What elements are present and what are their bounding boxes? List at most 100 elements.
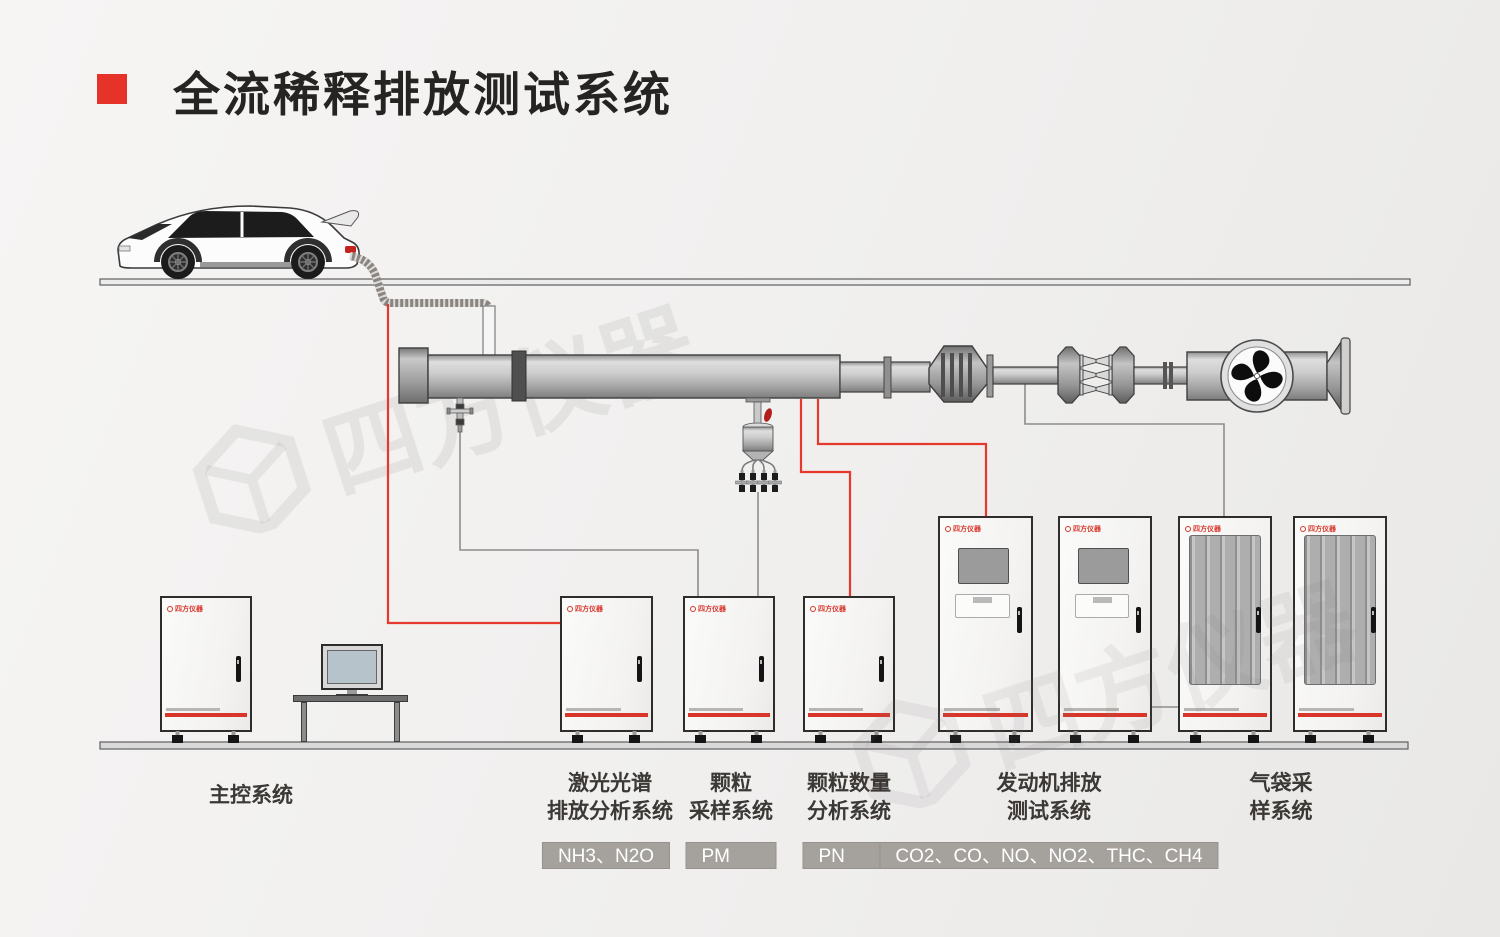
cabinet-foot	[629, 731, 640, 743]
brand-logo: 四方仪器	[810, 604, 846, 614]
dyno-platform-line	[99, 278, 1411, 286]
brand-logo-text: 四方仪器	[1073, 526, 1101, 533]
front-wheel	[161, 245, 195, 279]
label-pn-system: 颗粒数量 分析系统	[807, 770, 891, 826]
sample-line-to-engine-system	[816, 399, 988, 517]
cabinet-louver-panel	[1304, 534, 1376, 686]
cabinet-red-stripe	[943, 713, 1028, 717]
exhaust-hose	[349, 252, 492, 312]
cabinet-foot	[1070, 731, 1081, 743]
cabinet-nameplate	[566, 708, 621, 711]
cabinet-nameplate	[1184, 708, 1240, 711]
cabinet-handle	[1136, 607, 1141, 634]
sample-line-valve-to-pm-system	[459, 431, 699, 597]
brand-logo-icon	[167, 606, 173, 612]
cabinet-nameplate	[809, 708, 864, 711]
pipe-ring	[1169, 362, 1173, 389]
cabinet-nameplate	[1064, 708, 1120, 711]
brand-logo-text: 四方仪器	[1308, 526, 1336, 533]
table-leg	[394, 702, 400, 742]
cabinet-foot	[815, 731, 826, 743]
brand-logo: 四方仪器	[167, 604, 203, 614]
cabinet-handle	[879, 656, 885, 683]
label-line: 样系统	[1249, 800, 1313, 823]
cabinet-engine-emission-1: 四方仪器	[938, 516, 1033, 732]
cabinet-pm-system: 四方仪器	[683, 596, 775, 732]
heat-exchanger	[928, 345, 994, 403]
brand-logo: 四方仪器	[1300, 524, 1336, 534]
brand-logo-icon	[1300, 526, 1306, 532]
label-line: 主控系统	[209, 784, 293, 807]
cabinet-keyboard-tray	[955, 594, 1011, 618]
page-title: 全流稀释排放测试系统	[173, 68, 673, 121]
cabinet-red-stripe	[1298, 713, 1382, 717]
brand-logo-text: 四方仪器	[818, 606, 846, 613]
brand-logo-icon	[690, 606, 696, 612]
cabinet-nameplate	[689, 708, 744, 711]
label-line: 采样系统	[689, 800, 773, 823]
cabinet-pn-system: 四方仪器	[803, 596, 895, 732]
tunnel-sample-valve	[446, 397, 474, 433]
cabinet-handle	[1256, 607, 1261, 634]
cabinet-nameplate	[944, 708, 1001, 711]
label-laser-system: 激光光谱 排放分析系统	[547, 770, 673, 826]
label-engine-emission-system: 发动机排放 测试系统	[997, 770, 1102, 826]
label-main-control-system: 主控系统	[209, 782, 293, 810]
cabinet-foot	[572, 731, 583, 743]
brand-logo-text: 四方仪器	[953, 526, 981, 533]
rear-wheel	[291, 245, 325, 279]
cabinet-nameplate	[1299, 708, 1355, 711]
label-line: 颗粒数量	[807, 772, 891, 795]
probe-tips	[735, 470, 782, 492]
label-line: 激光光谱	[568, 772, 652, 795]
car-illustration	[117, 205, 360, 279]
badge-pm: PM	[685, 842, 777, 869]
cabinet-handle	[637, 656, 643, 683]
brand-logo-icon	[1065, 526, 1071, 532]
brand-logo-text: 四方仪器	[1193, 526, 1221, 533]
label-line: 测试系统	[1007, 800, 1091, 823]
cabinet-display-screen	[958, 547, 1010, 584]
blower-fan	[1186, 339, 1328, 413]
sample-line-to-pn-system	[799, 399, 852, 597]
probe-valve-handle	[764, 408, 772, 422]
cabinet-foot	[228, 731, 239, 743]
tunnel-inlet-pipe	[482, 305, 496, 357]
cabinet-foot	[950, 731, 961, 743]
cabinet-keyboard-tray	[1075, 594, 1130, 618]
cabinet-engine-emission-2: 四方仪器	[1058, 516, 1152, 732]
cabinet-handle	[236, 656, 242, 683]
cabinet-nameplate	[166, 708, 221, 711]
brand-logo: 四方仪器	[1185, 524, 1221, 534]
cabinet-display-screen	[1078, 547, 1129, 584]
outlet-horn	[1326, 337, 1351, 415]
cabinet-foot	[695, 731, 706, 743]
label-line: 气袋采	[1249, 772, 1313, 795]
brand-logo: 四方仪器	[690, 604, 726, 614]
sampling-probe-assembly	[735, 397, 782, 492]
cabinet-gas-bag-1: 四方仪器	[1178, 516, 1272, 732]
title-bullet	[97, 74, 127, 104]
brand-logo-icon	[810, 606, 816, 612]
label-pm-system: 颗粒 采样系统	[689, 770, 773, 826]
floor-line	[99, 741, 1409, 750]
cabinet-main-control: 四方仪器	[160, 596, 252, 732]
brand-logo: 四方仪器	[567, 604, 603, 614]
table-leg	[301, 702, 307, 742]
cabinet-foot	[1128, 731, 1139, 743]
cabinet-red-stripe	[1183, 713, 1267, 717]
cabinet-foot	[871, 731, 882, 743]
badge-pn: PN	[802, 842, 894, 869]
cabinet-red-stripe	[565, 713, 648, 717]
pipe-ring	[1163, 362, 1167, 389]
cabinet-handle	[759, 656, 765, 683]
cabinet-laser-system: 四方仪器	[560, 596, 653, 732]
brand-logo: 四方仪器	[945, 524, 981, 534]
venturi-assembly	[1057, 346, 1135, 404]
monitor-screen	[327, 650, 377, 684]
brand-logo-text: 四方仪器	[575, 606, 603, 613]
pipe-flange	[883, 356, 892, 399]
brand-logo-icon	[567, 606, 573, 612]
